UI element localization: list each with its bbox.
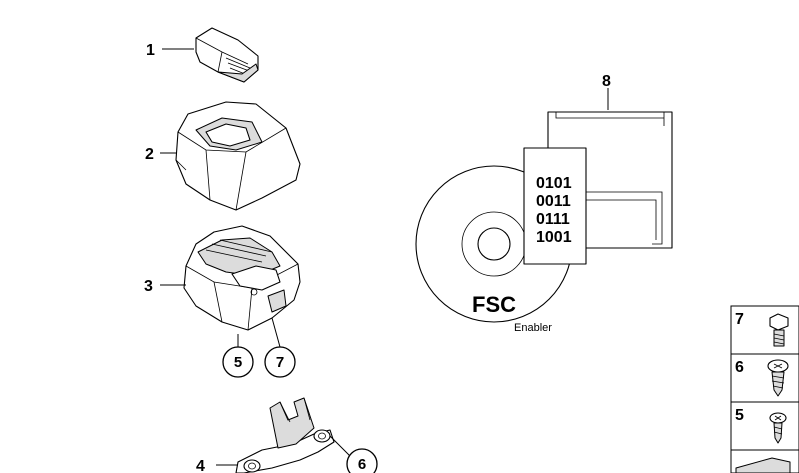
phillips-screw-icon [767, 359, 789, 397]
fastener-cell-5[interactable] [730, 401, 799, 451]
circle-callout-6: 6 [346, 448, 378, 473]
fastener-label-6: 6 [735, 359, 744, 376]
part-4-bracket[interactable] [235, 397, 335, 473]
part-1-cap[interactable] [195, 27, 259, 83]
leader-7 [271, 317, 281, 348]
fastener-label-7: 7 [735, 311, 744, 328]
binary-line-1: 0101 [536, 175, 572, 192]
fastener-cell-7[interactable] [730, 305, 799, 355]
part-2-cover[interactable] [175, 101, 301, 211]
callout-1: 1 [146, 42, 155, 59]
part-8-software[interactable]: 0101 0011 0111 1001 FSC Enabler [415, 111, 673, 334]
fastener-cell-6[interactable] [730, 353, 799, 403]
callout-3: 3 [144, 278, 153, 295]
fastener-label-5: 5 [735, 407, 744, 424]
disc-label: FSC [472, 292, 516, 317]
part-3-housing[interactable] [183, 225, 301, 331]
small-screw-icon [769, 412, 787, 444]
binary-line-2: 0011 [536, 193, 571, 210]
disc-sublabel: Enabler [514, 322, 552, 334]
circle-callout-7-label: 7 [276, 354, 284, 371]
circle-callout-6-label: 6 [358, 456, 366, 473]
callout-2: 2 [145, 146, 154, 163]
leader-6 [329, 435, 351, 457]
circle-callout-5: 5 [222, 346, 254, 378]
circle-callout-7: 7 [264, 346, 296, 378]
fastener-panel: 7 6 5 [730, 305, 799, 473]
clip-icon [735, 457, 791, 473]
binary-line-4: 1001 [536, 229, 572, 246]
callout-4: 4 [196, 458, 205, 473]
circle-callout-5-label: 5 [234, 354, 242, 371]
hex-bolt-icon [769, 313, 789, 347]
callout-8: 8 [602, 73, 611, 90]
binary-card [523, 147, 587, 265]
binary-line-3: 0111 [536, 211, 570, 228]
